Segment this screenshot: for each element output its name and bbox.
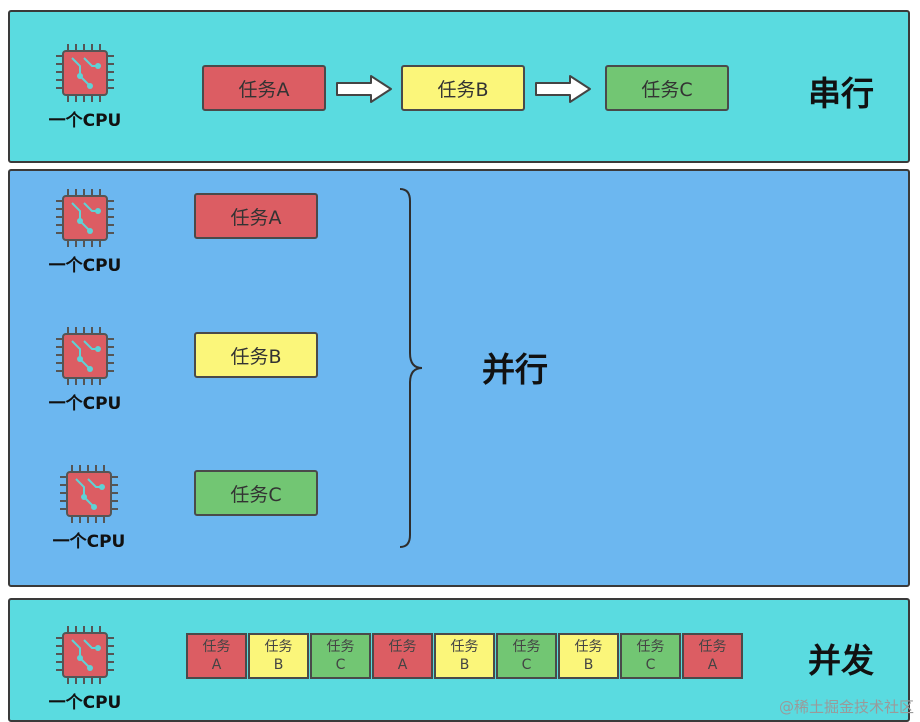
time-slice: 任务 C <box>496 633 557 679</box>
slice-bottom: C <box>335 657 346 673</box>
serial-title: 串行 <box>808 74 874 113</box>
slice-top: 任务 <box>574 639 603 655</box>
parallel-task-a: 任务A <box>194 193 318 239</box>
time-slice: 任务 C <box>310 633 371 679</box>
slice-bottom: A <box>211 657 222 673</box>
parallel-title: 并行 <box>482 350 548 389</box>
slice-top: 任务 <box>264 639 293 655</box>
cpu-chip-icon <box>56 44 114 102</box>
slice-top: 任务 <box>512 639 541 655</box>
slice-bottom: A <box>707 657 718 673</box>
parallel-panel: 一个CPU 一个CPU 一个CPU <box>8 169 910 587</box>
cpu-unit: 一个CPU <box>40 187 130 276</box>
serial-task-b: 任务B <box>401 65 525 111</box>
cpu-unit: 一个CPU <box>40 42 130 131</box>
watermark: @稀土掘金技术社区 <box>778 698 914 716</box>
arrow-right-icon <box>336 75 392 103</box>
cpu-label: 一个CPU <box>48 394 122 414</box>
slice-top: 任务 <box>636 639 665 655</box>
slice-top: 任务 <box>450 639 479 655</box>
cpu-label: 一个CPU <box>48 256 122 276</box>
cpu-chip-icon <box>60 465 118 523</box>
slice-bottom: B <box>273 657 284 673</box>
slice-top: 任务 <box>326 639 355 655</box>
slice-bottom: B <box>459 657 470 673</box>
time-slice: 任务 C <box>620 633 681 679</box>
cpu-label: 一个CPU <box>48 111 122 131</box>
time-slice-strip: 任务 A 任务 B 任务 C 任务 A 任务 B 任务 C 任务 B 任务 C 任务 A <box>186 633 744 679</box>
cpu-chip-icon <box>56 189 114 247</box>
concurrent-panel: 一个CPU 任务 A 任务 B 任务 C 任务 A 任务 B 任务 C 任务 B 任务 C 任务… <box>8 598 910 722</box>
cpu-unit: 一个CPU <box>40 325 130 414</box>
slice-bottom: A <box>397 657 408 673</box>
arrow-right-icon <box>535 75 591 103</box>
cpu-label: 一个CPU <box>48 693 122 713</box>
time-slice: 任务 A <box>186 633 247 679</box>
slice-top: 任务 <box>388 639 417 655</box>
cpu-chip-icon <box>56 626 114 684</box>
slice-bottom: C <box>645 657 656 673</box>
time-slice: 任务 B <box>434 633 495 679</box>
time-slice: 任务 B <box>248 633 309 679</box>
slice-bottom: B <box>583 657 594 673</box>
curly-brace-icon <box>399 188 423 548</box>
parallel-task-b: 任务B <box>194 332 318 378</box>
parallel-task-c: 任务C <box>194 470 318 516</box>
cpu-unit: 一个CPU <box>44 463 134 552</box>
cpu-label: 一个CPU <box>52 532 126 552</box>
time-slice: 任务 A <box>682 633 743 679</box>
serial-panel: 一个CPU 任务A 任务B 任务C 串行 <box>8 10 910 163</box>
cpu-unit: 一个CPU <box>40 624 130 713</box>
slice-top: 任务 <box>698 639 727 655</box>
cpu-chip-icon <box>56 327 114 385</box>
slice-bottom: C <box>521 657 532 673</box>
slice-top: 任务 <box>202 639 231 655</box>
concurrent-title: 并发 <box>808 641 874 680</box>
serial-task-a: 任务A <box>202 65 326 111</box>
time-slice: 任务 A <box>372 633 433 679</box>
time-slice: 任务 B <box>558 633 619 679</box>
serial-task-c: 任务C <box>605 65 729 111</box>
